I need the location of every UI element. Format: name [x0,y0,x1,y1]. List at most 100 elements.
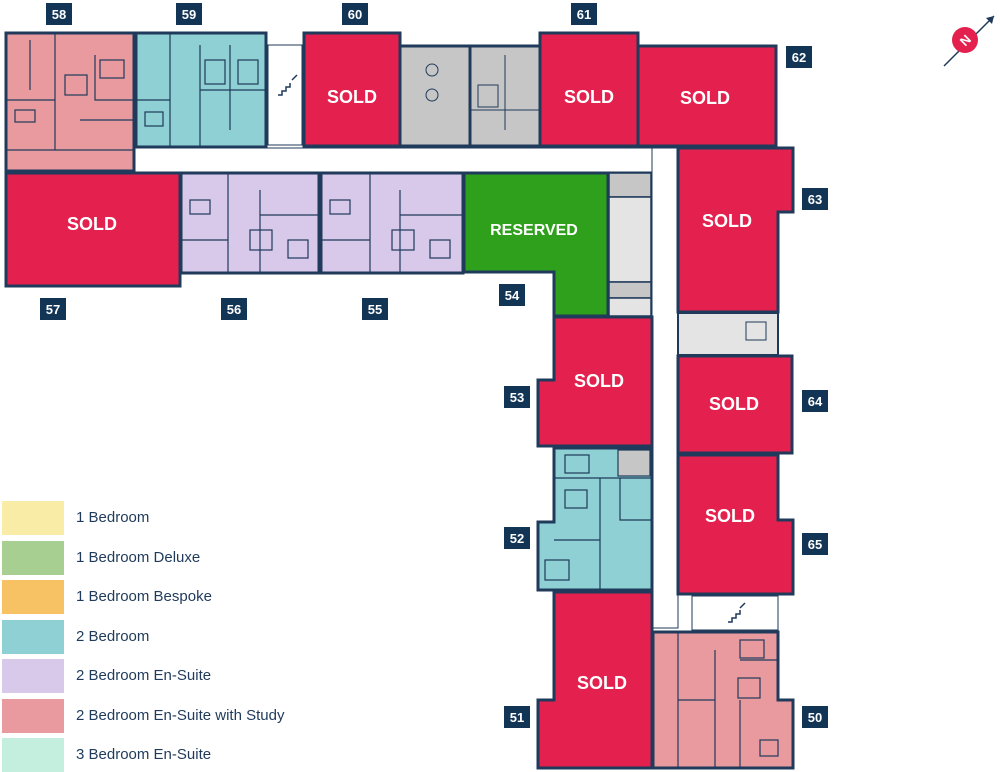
unit-54-label: 54 [505,288,520,303]
unit-62[interactable]: SOLD 62 [636,44,812,148]
unit-59-label: 59 [182,7,196,22]
unit-62-status: SOLD [680,88,730,108]
unit-50-shape [651,630,795,770]
stairs-south [691,595,779,631]
unit-65[interactable]: SOLD 65 [676,453,828,596]
unit-65-label: 65 [808,537,822,552]
legend-label: 3 Bedroom En-Suite [76,746,212,763]
unit-58-label: 58 [52,7,66,22]
unit-52[interactable]: 52 [504,446,654,592]
communal-rooms-north [398,44,542,148]
unit-52-label: 52 [510,531,524,546]
service-rooms [608,172,652,317]
unit-50-label: 50 [808,710,822,725]
unit-63-status: SOLD [702,211,752,231]
unit-63[interactable]: SOLD 63 [676,146,828,314]
unit-55-walls [321,173,463,273]
legend-item: 1 Bedroom Bespoke [0,580,400,614]
unit-56-label: 56 [227,302,241,317]
legend-swatch [2,619,64,654]
unit-52-walls [544,454,652,590]
legend-item: 1 Bedroom [0,501,400,535]
corridor-east [651,147,679,629]
unit-58[interactable]: 58 [4,3,136,173]
unit-51-status: SOLD [577,673,627,693]
unit-50-walls [677,632,779,768]
unit-64-label-box [802,390,828,412]
unit-53-label: 53 [510,390,524,405]
legend-label: 1 Bedroom [76,509,150,526]
unit-58-label-box [46,3,72,25]
legend-item: 1 Bedroom Deluxe [0,540,400,575]
legend-label: 2 Bedroom [76,627,150,645]
unit-62-label: 62 [792,50,806,65]
unit-51[interactable]: SOLD 51 [504,590,654,770]
stairs-icon [728,602,746,623]
unit-51-shape [536,590,654,770]
stairs-icon [278,74,298,96]
unit-50[interactable]: 50 [651,630,828,770]
unit-55-label-box [362,298,388,320]
unit-57-shape [4,171,182,288]
unit-60-status: SOLD [327,87,377,107]
unit-64[interactable]: SOLD 64 [676,354,828,455]
unit-57-status: SOLD [67,214,117,234]
unit-57-label: 57 [46,302,60,317]
unit-53-label-box [504,386,530,408]
unit-53[interactable]: SOLD 53 [504,315,654,448]
unit-54-status: RESERVED [490,222,578,239]
unit-56[interactable]: 56 [179,171,321,320]
legend-item: 2 Bedroom [0,619,400,654]
unit-57-label-box [40,298,66,320]
unit-55[interactable]: 55 [319,171,465,320]
unit-61-label: 61 [577,7,591,22]
unit-60[interactable]: SOLD 60 [302,3,402,148]
unit-58-shape [4,31,136,173]
legend-label: 2 Bedroom En-Suite with Study [76,706,285,724]
unit-55-label: 55 [368,302,382,317]
unit-60-shape [302,31,402,148]
unit-62-shape [636,44,778,148]
legend-item: 2 Bedroom En-Suite [0,659,400,693]
legend-swatch [2,501,64,535]
unit-64-label: 64 [808,394,823,409]
unit-53-status: SOLD [574,371,624,391]
unit-52-label-box [504,527,530,549]
legend-item: 2 Bedroom En-Suite with Study [0,698,400,733]
legend-label: 2 Bedroom En-Suite [76,667,212,684]
unit-55-shape [319,171,465,275]
unit-63-label-box [802,188,828,210]
unit-54[interactable]: RESERVED 54 [462,171,610,318]
unit-62-label-box [786,46,812,68]
unit-65-status: SOLD [705,506,755,526]
legend-swatch [2,580,64,614]
unit-59-label-box [176,3,202,25]
unit-51-label-box [504,706,530,728]
unit-59-walls [136,33,266,147]
unit-56-walls [181,173,319,273]
unit-65-shape [676,453,795,596]
legend-label: 1 Bedroom Deluxe [76,548,201,566]
unit-56-shape [179,171,321,275]
unit-61-label-box [571,3,597,25]
legend-swatch [2,738,64,772]
unit-59[interactable]: 59 [134,3,268,149]
legend-item: 3 Bedroom En-Suite [0,738,400,772]
unit-60-label-box [342,3,368,25]
legend-swatch [2,698,64,733]
unit-61[interactable]: SOLD 61 [538,3,640,148]
unit-65-label-box [802,533,828,555]
communal-room-east [677,312,779,356]
unit-61-status: SOLD [564,87,614,107]
unit-57[interactable]: SOLD 57 [4,171,182,320]
unit-64-shape [676,354,794,455]
north-arrow-icon: N [943,15,995,67]
legend-swatch [2,540,64,575]
unit-63-label: 63 [808,192,822,207]
corridor-north [134,147,676,173]
unit-54-label-box [499,284,525,306]
stairs-north [267,44,303,146]
unit-58-walls [6,33,134,151]
legend-label: 1 Bedroom Bespoke [76,588,212,605]
